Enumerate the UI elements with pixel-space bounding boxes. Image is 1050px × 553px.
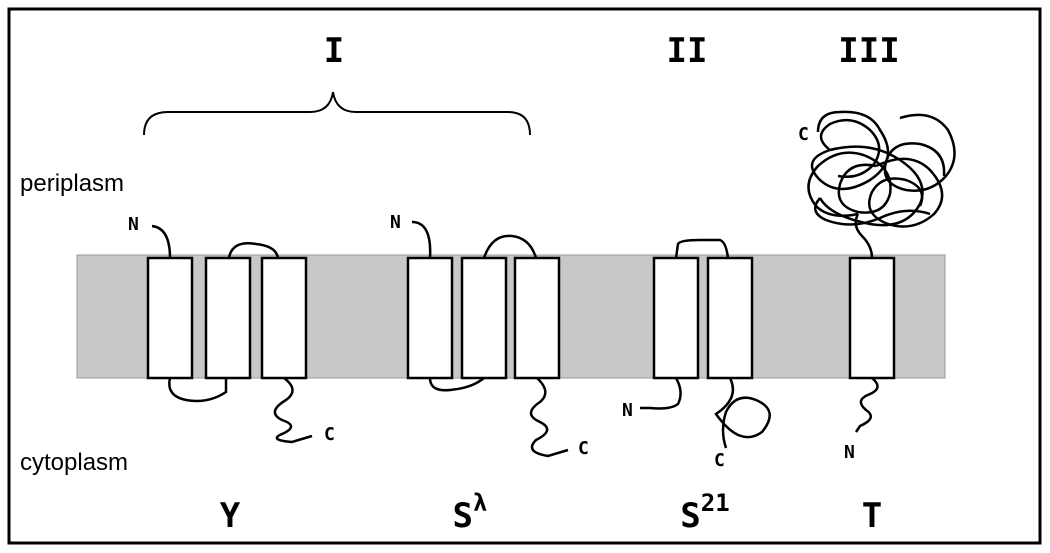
protein-s-lambda-topology: [411, 220, 569, 458]
s21-n-terminus: N: [622, 400, 633, 421]
s-lambda-superscript: λ: [473, 489, 487, 517]
y-helix-1: [146, 256, 194, 380]
y-n-terminus: N: [128, 214, 139, 235]
s21-c-terminus: C: [714, 450, 725, 471]
t-helix: [848, 256, 896, 380]
y-n-loop: [151, 224, 172, 259]
y-helix-3: [260, 256, 308, 380]
t-n-terminus: N: [844, 442, 855, 463]
s-lambda-c-tail: [529, 377, 569, 458]
class-numeral-2: II: [667, 31, 708, 71]
s21-n-tail: [640, 377, 682, 410]
periplasm-label: periplasm: [20, 170, 124, 197]
protein-t-topology: [807, 110, 956, 259]
protein-name-y: Y: [220, 496, 241, 536]
frame-border: [7, 7, 1042, 545]
t-periplasmic-domain: [807, 110, 956, 228]
protein-name-s21: S21: [680, 489, 729, 536]
s-lambda-n-terminus: N: [390, 212, 401, 233]
class-1-brace: [143, 91, 531, 136]
s21-periplasmic-loop: [674, 238, 730, 259]
s21-helix-1: [652, 256, 700, 380]
y-cyto-loop: [168, 377, 228, 403]
s-lambda-helix-3: [513, 256, 561, 380]
s21-c-tail-loop: [714, 377, 771, 449]
class-numeral-3: III: [838, 31, 899, 71]
protein-name-t: T: [862, 496, 882, 536]
t-c-terminus: C: [798, 124, 809, 145]
class-numeral-1: I: [324, 31, 344, 71]
s-lambda-c-terminus: C: [578, 438, 589, 459]
y-c-terminus: C: [324, 424, 335, 445]
protein-name-s-lambda: Sλ: [453, 489, 488, 536]
s-lambda-cyto-loop: [428, 377, 485, 392]
s21-superscript: 21: [701, 489, 730, 517]
cytoplasm-label: cytoplasm: [20, 449, 128, 476]
s-lambda-helix-1: [406, 256, 454, 380]
s21-helix-2: [706, 256, 754, 380]
s-lambda-n-loop: [411, 220, 432, 259]
y-periplasmic-loop: [227, 242, 280, 259]
s-lambda-helix-2: [460, 256, 508, 380]
s-lambda-periplasmic-loop: [482, 234, 538, 259]
t-n-tail: [854, 377, 879, 433]
protein-s21-topology: [640, 238, 771, 449]
y-c-tail: [273, 377, 313, 444]
protein-y-topology: [151, 224, 313, 444]
y-helix-2: [204, 256, 252, 380]
